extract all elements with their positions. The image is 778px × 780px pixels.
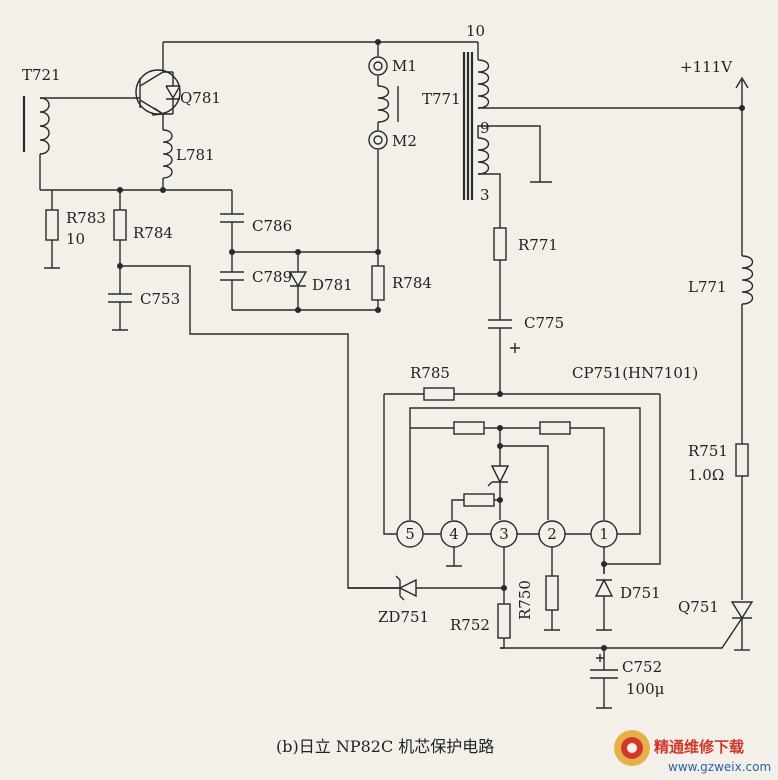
c775-label: C775 [524, 314, 564, 332]
transformer-t721: T721 [22, 66, 140, 190]
ic-pin-1-label: 1 [599, 525, 609, 543]
top-rail [162, 41, 478, 72]
resistor-r771: R771 [493, 227, 558, 320]
cp751-label: CP751(HN7101) [572, 364, 698, 382]
capacitor-c786: C786 [220, 190, 292, 252]
ic-pin-3-label: 3 [499, 525, 509, 543]
r752-label: R752 [450, 616, 490, 634]
c789-label: C789 [252, 268, 292, 286]
resistor-r783: R783 10 [44, 190, 106, 269]
watermark-title: 精通维修下载 [654, 738, 744, 756]
q781-label: Q781 [180, 89, 221, 107]
junction-dot [601, 561, 607, 567]
ic-pin-4-label: 4 [449, 525, 459, 543]
ic-pin-5 [396, 520, 424, 548]
resistor-r785: R785 [384, 364, 660, 401]
r783-label: R783 [66, 209, 106, 227]
q751-label: Q751 [678, 598, 719, 616]
coil-m1-m2: M1 M2 [368, 42, 417, 266]
junction-dot [295, 307, 301, 313]
l771-label: L771 [688, 278, 727, 296]
diode-d751: D751 [594, 578, 661, 631]
zd751-label: ZD751 [378, 608, 429, 626]
t771-pin9: 9 [480, 119, 490, 137]
cp751-outline-outer [603, 394, 661, 574]
cp751-outline [383, 394, 641, 535]
d781-label: D781 [312, 276, 353, 294]
c753-feed-wire [120, 265, 400, 589]
transistor-q781: Q781 [135, 69, 221, 116]
c786-label: C786 [252, 217, 292, 235]
r784-right-label: R784 [392, 274, 432, 292]
r750-label: R750 [516, 580, 534, 620]
t771-label: T771 [422, 90, 461, 108]
capacitor-c752: C752 100μ [590, 645, 665, 709]
transformer-t771: 10 9 3 T771 [422, 22, 742, 228]
capacitor-c775: C775 [488, 314, 564, 394]
capacitor-c753: C753 [108, 266, 180, 331]
r784-left-label: R784 [133, 224, 173, 242]
junction-dot [375, 39, 381, 45]
resistor-r750: R750 [516, 575, 560, 631]
c753-label: C753 [140, 290, 180, 308]
ic-pin-2-label: 2 [547, 525, 557, 543]
l781-label: L781 [176, 146, 215, 164]
watermark-url: www.gzweix.com [668, 760, 771, 774]
junction-dot [160, 187, 166, 193]
figure-caption: (b)日立 NP82C 机芯保护电路 [276, 737, 494, 756]
c752-label: C752 [622, 658, 662, 676]
diode-d781: D781 [288, 252, 353, 310]
d751-label: D751 [620, 584, 661, 602]
t721-label: T721 [22, 66, 61, 84]
capacitor-c789: C789 [220, 252, 292, 310]
thyristor-q751: Q751 [500, 598, 754, 651]
t771-pin10: 10 [466, 22, 485, 40]
r771-label: R771 [518, 236, 558, 254]
t771-pin3: 3 [480, 186, 490, 204]
cp751-pins: 5 4 3 2 1 [396, 520, 618, 548]
m2-label: M2 [392, 132, 417, 150]
pin4-ground [446, 547, 462, 567]
supply-label: +111V [680, 58, 733, 76]
r785-label: R785 [410, 364, 450, 382]
r751-value: 1.0Ω [688, 466, 724, 484]
cp751-internal [410, 421, 605, 520]
zener-zd751: ZD751 [348, 575, 504, 626]
resistor-r784-left: R784 [113, 190, 173, 266]
watermark: 精通维修下载 www.gzweix.com [614, 730, 771, 774]
resistor-r784-right: R784 [371, 265, 432, 310]
r783-value: 10 [66, 230, 85, 248]
c752-value: 100μ [626, 680, 665, 698]
junction-dot [497, 391, 503, 397]
inductor-l781: L781 [162, 114, 215, 190]
ic-pin-5-label: 5 [405, 525, 415, 543]
inductor-l771: L771 [688, 108, 754, 444]
r751-label: R751 [688, 442, 728, 460]
m1-label: M1 [392, 57, 417, 75]
resistor-r752: R752 [450, 603, 511, 649]
supply-111v: +111V [680, 58, 749, 108]
resistor-r751: R751 1.0Ω [688, 442, 749, 600]
